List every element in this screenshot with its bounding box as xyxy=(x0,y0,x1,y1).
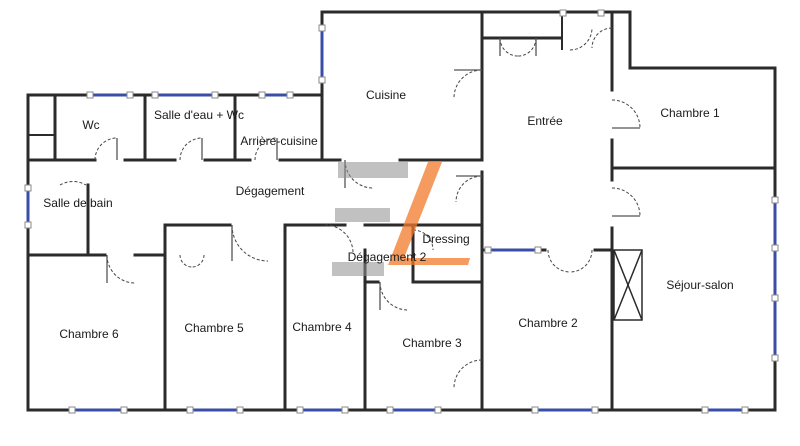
room-label-salle-de-bain: Salle de bain xyxy=(43,196,112,210)
room-label-sejour-salon: Séjour-salon xyxy=(666,278,733,292)
interior-walls xyxy=(26,10,777,412)
agency-logo-watermark xyxy=(332,162,470,276)
room-label-chambre-1: Chambre 1 xyxy=(660,106,720,120)
room-label-entree: Entrée xyxy=(527,114,563,128)
ventilation-shaft xyxy=(613,249,643,321)
windows xyxy=(26,28,777,412)
room-label-chambre-5: Chambre 5 xyxy=(184,321,244,335)
room-label-chambre-3: Chambre 3 xyxy=(402,336,462,350)
room-label-salle-deau-wc: Salle d'eau + Wc xyxy=(154,108,244,122)
room-label-degagement-2: Dégagement 2 xyxy=(348,250,427,264)
doors xyxy=(59,27,641,389)
room-label-degagement: Dégagement xyxy=(236,184,305,198)
room-labels: Cuisine Entrée Chambre 1 Wc Salle d'eau … xyxy=(43,88,733,350)
room-label-wc: Wc xyxy=(82,118,99,132)
room-label-chambre-6: Chambre 6 xyxy=(59,327,119,341)
room-label-dressing: Dressing xyxy=(422,232,469,246)
window-handles xyxy=(24,9,779,414)
room-label-cuisine: Cuisine xyxy=(366,88,406,102)
room-label-arriere-cuisine: Arrière-cuisine xyxy=(240,134,318,148)
room-label-chambre-4: Chambre 4 xyxy=(292,320,352,334)
exterior-walls xyxy=(26,10,777,412)
room-label-chambre-2: Chambre 2 xyxy=(518,316,578,330)
